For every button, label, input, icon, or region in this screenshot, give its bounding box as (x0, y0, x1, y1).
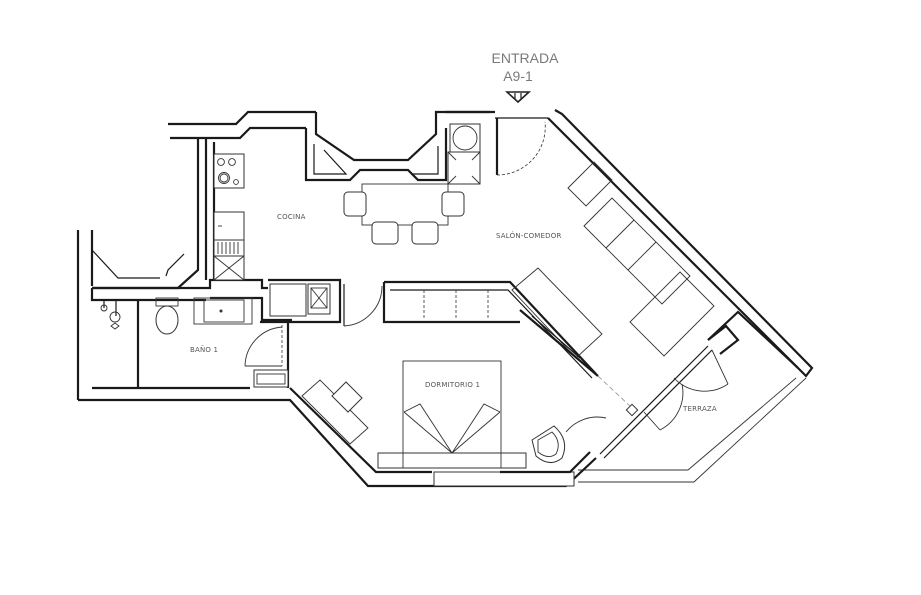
chair (411, 221, 439, 245)
sofa (567, 161, 715, 357)
dish-rack (213, 239, 245, 257)
washbasin (193, 297, 253, 325)
bathroom: BAÑO 1 (100, 297, 289, 388)
bed (377, 360, 527, 469)
wardrobe (423, 290, 489, 320)
chair (441, 191, 465, 217)
entrance-label: ENTRADA (492, 50, 560, 66)
laundry (447, 123, 481, 185)
chair (343, 191, 367, 217)
bathroom-door (244, 325, 283, 367)
room-label-bano: BAÑO 1 (190, 345, 218, 354)
room-label-salon: SALÓN-COMEDOR (496, 231, 562, 240)
kitchen: COCINA (213, 153, 331, 315)
desk-chair (331, 381, 363, 413)
room-label-cocina: COCINA (277, 213, 306, 221)
entrance-door (495, 118, 546, 176)
entrance-marker: ENTRADA A9-1 (492, 50, 560, 104)
tv-unit (511, 267, 603, 377)
armchair (531, 425, 566, 463)
entrance-unit: A9-1 (503, 68, 533, 84)
oven-box (307, 283, 331, 315)
bedroom-door (343, 284, 383, 327)
fridge (213, 255, 245, 281)
room-label-dormitorio: DORMITORIO 1 (425, 381, 480, 389)
entrance-triangle-icon (504, 91, 532, 104)
chair (371, 221, 399, 245)
room-label-terraza: TERRAZA (682, 405, 717, 413)
desk (301, 379, 369, 445)
terrace: TERRAZA (599, 324, 740, 459)
walls (76, 109, 814, 488)
dining-table (343, 183, 465, 245)
toilet (155, 297, 179, 335)
bedroom: DORMITORIO 1 (301, 360, 607, 469)
